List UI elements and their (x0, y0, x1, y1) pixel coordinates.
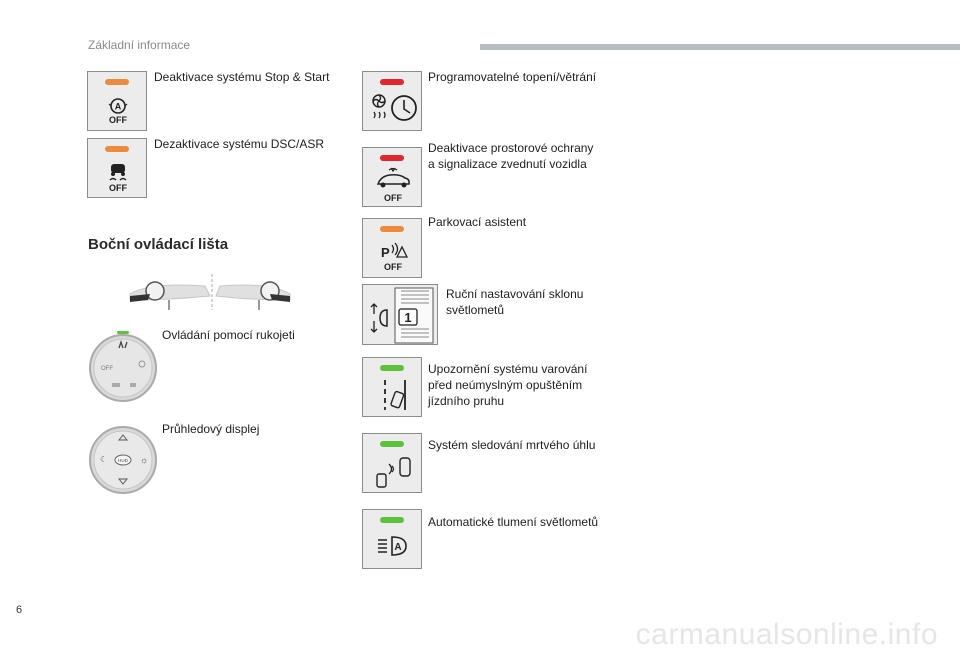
blind-spot-label: Systém sledování mrtvého úhlu (428, 438, 596, 452)
status-led (380, 517, 404, 523)
label-line: Ruční nastavování sklonu (446, 287, 584, 301)
header-divider-bar (480, 44, 960, 50)
label-line: světlometů (446, 303, 505, 317)
lane-departure-label: Upozornění systému varování před neúmysl… (428, 361, 587, 409)
programmable-heating-label: Programovatelné topení/větrání (428, 70, 597, 84)
dsc-asr-label: Dezaktivace systému DSC/ASR (154, 137, 325, 151)
svg-text:OFF: OFF (101, 366, 113, 372)
rotary-controller-icon[interactable]: OFF (86, 328, 160, 404)
head-up-display-controller-icon[interactable]: HUD ☾ ☼ (86, 424, 160, 500)
status-led (380, 79, 404, 85)
programmable-heating-button[interactable] (362, 71, 422, 131)
headlamp-leveling-control[interactable]: 1 (362, 284, 438, 345)
label-line: Deaktivace prostorové ochrany (428, 141, 594, 155)
status-led (105, 146, 129, 152)
park-assist-button[interactable]: P OFF (362, 218, 422, 278)
dsc-asr-off-icon: OFF (109, 164, 127, 193)
svg-text:1: 1 (404, 310, 411, 325)
label-line: a signalizace zvednutí vozidla (428, 157, 587, 171)
lane-departure-warning-icon (384, 380, 406, 410)
volumetric-alarm-label: Deaktivace prostorové ochrany a signaliz… (428, 140, 593, 172)
park-assist-off-icon: P OFF (381, 242, 409, 272)
label-line: Upozornění systému varování (428, 362, 588, 376)
watermark: carmanualsonline.info (635, 618, 938, 651)
svg-text:OFF: OFF (384, 193, 402, 203)
svg-text:OFF: OFF (109, 183, 127, 193)
svg-text:A: A (394, 542, 401, 553)
status-led (380, 155, 404, 161)
dashboard-illustration (129, 274, 291, 310)
stop-start-button[interactable]: A OFF (87, 71, 147, 131)
status-led (380, 226, 404, 232)
auto-high-beam-label: Automatické tlumení světlometů (428, 515, 599, 529)
svg-text:P: P (381, 245, 390, 260)
lane-departure-button[interactable] (362, 357, 422, 417)
blind-spot-monitoring-icon (376, 457, 411, 488)
headlamp-leveling-icon: 1 (370, 287, 434, 344)
rotary-controller-label: Ovládání pomocí rukojeti (162, 328, 295, 342)
volumetric-alarm-off-icon: OFF (376, 167, 410, 203)
headlamp-leveling-label: Ruční nastavování sklonu světlometů (446, 286, 583, 318)
svg-text:OFF: OFF (384, 262, 402, 272)
park-assist-label: Parkovací asistent (428, 215, 527, 229)
programmable-heating-icon (372, 94, 417, 121)
svg-text:OFF: OFF (109, 115, 127, 125)
section-title: Boční ovládací lišta (88, 236, 229, 253)
svg-text:HUD: HUD (118, 458, 128, 463)
stop-start-label: Deaktivace systému Stop & Start (154, 70, 330, 84)
status-led (105, 79, 129, 85)
blind-spot-button[interactable] (362, 433, 422, 493)
status-led (380, 365, 404, 371)
auto-high-beam-icon: A (378, 536, 407, 556)
page-number: 6 (16, 604, 23, 616)
volumetric-alarm-button[interactable]: OFF (362, 147, 422, 207)
status-led (380, 441, 404, 447)
auto-high-beam-button[interactable]: A (362, 509, 422, 569)
svg-text:A: A (115, 102, 122, 112)
section-header: Základní informace (88, 38, 191, 52)
svg-text:☾: ☾ (100, 455, 107, 464)
label-line: před neúmyslným opuštěním (428, 378, 583, 392)
label-line: jízdního pruhu (428, 394, 505, 408)
hud-label: Průhledový displej (162, 422, 260, 436)
dsc-asr-button[interactable]: OFF (87, 138, 147, 198)
svg-text:☼: ☼ (140, 455, 148, 465)
stop-start-off-icon: A OFF (108, 98, 127, 125)
